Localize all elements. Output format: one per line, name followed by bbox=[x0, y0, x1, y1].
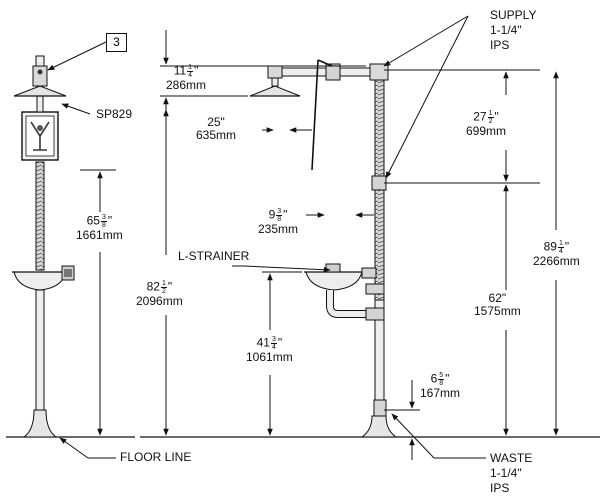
dim-denominator: 8 bbox=[277, 216, 282, 223]
dim-numerator: 1 bbox=[187, 64, 194, 72]
dim-unit: " bbox=[220, 115, 225, 129]
dim-whole: 25 bbox=[207, 115, 221, 129]
dim-metric: 699mm bbox=[466, 124, 507, 138]
side-floor-flange bbox=[22, 409, 58, 438]
dim-imperial: 62" bbox=[474, 292, 521, 305]
dim-whole: 89 bbox=[543, 239, 557, 254]
model-leader bbox=[61, 103, 91, 115]
callout-number-box: 3 bbox=[106, 33, 127, 52]
dimension-lines bbox=[160, 30, 559, 460]
waste-label: WASTE 1-1/4" IPS bbox=[490, 451, 533, 495]
front-pull-rod bbox=[311, 59, 319, 171]
dim-unit: " bbox=[494, 109, 499, 124]
dim-metric: 1661mm bbox=[76, 228, 123, 242]
dim-whole: 27 bbox=[473, 109, 487, 124]
dim-whole: 6 bbox=[430, 371, 438, 386]
dim-metric: 635mm bbox=[196, 128, 237, 142]
dim-whole: 62 bbox=[488, 291, 502, 305]
dim-denominator: 4 bbox=[558, 248, 563, 255]
dim-25: 25"635mm bbox=[196, 116, 236, 142]
dim-whole: 41 bbox=[256, 335, 270, 350]
supply-label: SUPPLY 1-1/4" IPS bbox=[490, 8, 537, 52]
dim-metric: 2096mm bbox=[136, 294, 183, 308]
dim-metric: 1575mm bbox=[474, 304, 521, 318]
dim-denominator: 2 bbox=[488, 118, 493, 125]
dim-unit: " bbox=[501, 291, 507, 305]
dim-numerator: 1 bbox=[160, 280, 167, 288]
dim-numerator: 5 bbox=[438, 372, 445, 380]
dim-unit: " bbox=[445, 371, 450, 386]
side-view bbox=[6, 55, 135, 438]
dim-numerator: 3 bbox=[270, 336, 277, 344]
dim-denominator: 4 bbox=[271, 344, 276, 351]
dim-unit: " bbox=[564, 239, 570, 254]
dim-denominator: 8 bbox=[439, 380, 444, 387]
dim-metric: 2266mm bbox=[533, 254, 580, 268]
dim-65-line bbox=[80, 169, 116, 436]
front-view bbox=[249, 59, 398, 438]
dim-denominator: 8 bbox=[101, 222, 106, 229]
dim-metric: 286mm bbox=[166, 78, 207, 92]
dim-denominator: 2 bbox=[161, 288, 166, 295]
dim-metric: 235mm bbox=[258, 222, 299, 236]
dim-unit: " bbox=[167, 279, 173, 294]
model-label: SP829 bbox=[96, 107, 133, 121]
dim-metric: 167mm bbox=[420, 386, 461, 400]
dim-numerator: 1 bbox=[487, 110, 494, 118]
dim-numerator: 1 bbox=[557, 240, 564, 248]
dim-numerator: 3 bbox=[100, 214, 107, 222]
floor-line-label: FLOOR LINE bbox=[120, 450, 192, 464]
dim-whole: 65 bbox=[86, 213, 100, 228]
dim-unit: " bbox=[277, 335, 283, 350]
l-strainer-label: L-STRAINER bbox=[178, 249, 250, 263]
callout-leader bbox=[47, 41, 107, 71]
dim-whole: 11 bbox=[173, 63, 187, 78]
dim-unit: " bbox=[283, 207, 288, 222]
dim-imperial: 25" bbox=[196, 116, 236, 129]
dim-denominator: 4 bbox=[188, 72, 193, 79]
dim-62: 62"1575mm bbox=[474, 292, 521, 318]
dim-unit: " bbox=[107, 213, 113, 228]
dim-whole: 82 bbox=[146, 279, 160, 294]
dim-whole: 9 bbox=[268, 207, 276, 222]
dim-metric: 1061mm bbox=[246, 350, 293, 364]
side-corrugated-pipe bbox=[35, 161, 45, 271]
dim-numerator: 3 bbox=[276, 208, 283, 216]
leaders-right bbox=[232, 15, 486, 459]
front-eyewash-bowl bbox=[305, 271, 363, 291]
dim-unit: " bbox=[194, 63, 199, 78]
